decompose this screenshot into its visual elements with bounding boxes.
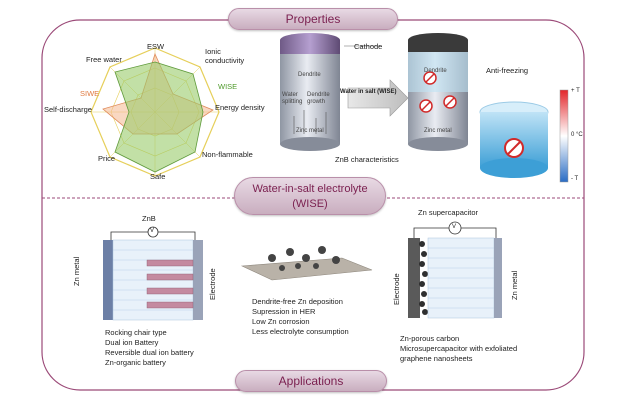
radar-label-energy: Energy density (215, 103, 265, 112)
prohibit-icons (419, 71, 457, 113)
znb-title: ZnB (142, 214, 156, 223)
supercap-meter-label: V (452, 224, 457, 230)
left-label-dendrite-growth: Dendrite growth (307, 92, 330, 105)
temp-zero-label: 0 °C (571, 132, 583, 138)
anti-freezing-label: Anti-freezing (486, 66, 529, 75)
list-item: Microsupercapacitor with exfoliated (400, 344, 518, 353)
list-item: Less electrolyte consumption (252, 327, 349, 336)
supercap-electrode (408, 238, 420, 318)
supercap-voltmeter (448, 221, 462, 235)
supercap-zn-metal (494, 238, 502, 318)
znb-electrode (193, 240, 203, 320)
znb-characteristics-caption: ZnB characteristics (335, 155, 399, 164)
left-label-dendrite: Dendrite (298, 72, 321, 78)
list-item: Low Zn corrosion (252, 317, 310, 326)
radar-label-ionic: Ionic conductivity (205, 47, 245, 65)
znb-zn-metal (103, 240, 113, 320)
znb-illustration (103, 226, 203, 321)
radar-wise-area (114, 61, 204, 173)
left-dendrites (293, 110, 327, 134)
list-item: Supression in HER (252, 307, 316, 316)
arrow-label: Water in salt (WISE) (340, 89, 397, 95)
znb-layers (146, 259, 194, 309)
radar-label-safe: Safe (150, 172, 166, 181)
properties-header: Properties (228, 8, 398, 30)
left-cylinder-band (280, 40, 340, 54)
list-item: Dendrite-free Zn deposition (252, 297, 343, 306)
left-cylinder-bottom (280, 137, 340, 151)
znb-application-list: Rocking chair type Dual ion Battery Reve… (105, 328, 194, 368)
list-item: Dual ion Battery (105, 338, 159, 347)
cathode-label: Cathode (354, 42, 383, 51)
battery-illustration (280, 33, 468, 151)
radar-label-selfdischarge: Self-discharge (44, 105, 92, 114)
supercap-application-list: Zn-porous carbon Microsupercapacitor wit… (400, 334, 517, 364)
anti-freezing-illustration (479, 89, 569, 183)
list-item: Rocking chair type (105, 328, 167, 337)
znb-zn-metal-label: Zn metal (72, 256, 81, 286)
znb-meter-label: V (150, 228, 155, 234)
porous-carbon (419, 241, 428, 315)
wise-header-text: Water-in-salt electrolyte (WISE) (252, 183, 368, 210)
right-cylinder-electrolyte (408, 52, 468, 92)
list-item: graphene nanosheets (400, 354, 473, 363)
left-label-water-splitting: Water splitting (282, 92, 303, 105)
zn-particles (268, 246, 340, 271)
supercap-zn-metal-label: Zn metal (510, 270, 519, 300)
temp-minus-label: - T (571, 176, 579, 182)
radar-label-price: Price (98, 154, 116, 163)
radar-legend-wise: WISE (218, 82, 238, 91)
znb-voltmeter (147, 226, 159, 238)
supercap-illustration (408, 221, 502, 319)
temperature-bar (559, 89, 569, 183)
list-item: Zn-porous carbon (400, 334, 460, 343)
applications-header: Applications (235, 370, 387, 392)
wise-arrow (347, 79, 409, 117)
left-label-zinc-metal: Zinc metal (296, 128, 324, 134)
right-cylinder-band (408, 40, 468, 52)
temp-plus-label: + T (571, 88, 580, 94)
supercap-title: Zn supercapacitor (418, 208, 479, 217)
radar-label-nonflammable: Non-flammable (202, 150, 253, 159)
list-item: Zn-organic battery (105, 358, 166, 367)
left-cylinder-body (280, 54, 340, 144)
supercap-electrode-label: Electrode (392, 273, 401, 305)
zn-deposition-illustration (240, 246, 373, 281)
znb-electrode-label: Electrode (208, 268, 217, 300)
radar-chart (90, 47, 220, 177)
right-cylinder-bottom (408, 137, 468, 151)
water-bottom (480, 158, 548, 178)
radar-legend-siwe: SIWE (80, 89, 100, 98)
wise-header: Water-in-salt electrolyte (WISE) (234, 177, 386, 215)
wise-benefits-list: Dendrite-free Zn deposition Supression i… (252, 297, 349, 337)
right-label-zinc-metal: Zinc metal (424, 128, 452, 134)
radar-label-freewater: Free water (86, 55, 122, 64)
radar-label-esw: ESW (147, 42, 165, 51)
list-item: Reversible dual ion battery (105, 348, 194, 357)
right-label-dendrite: Dendrite (424, 68, 447, 74)
